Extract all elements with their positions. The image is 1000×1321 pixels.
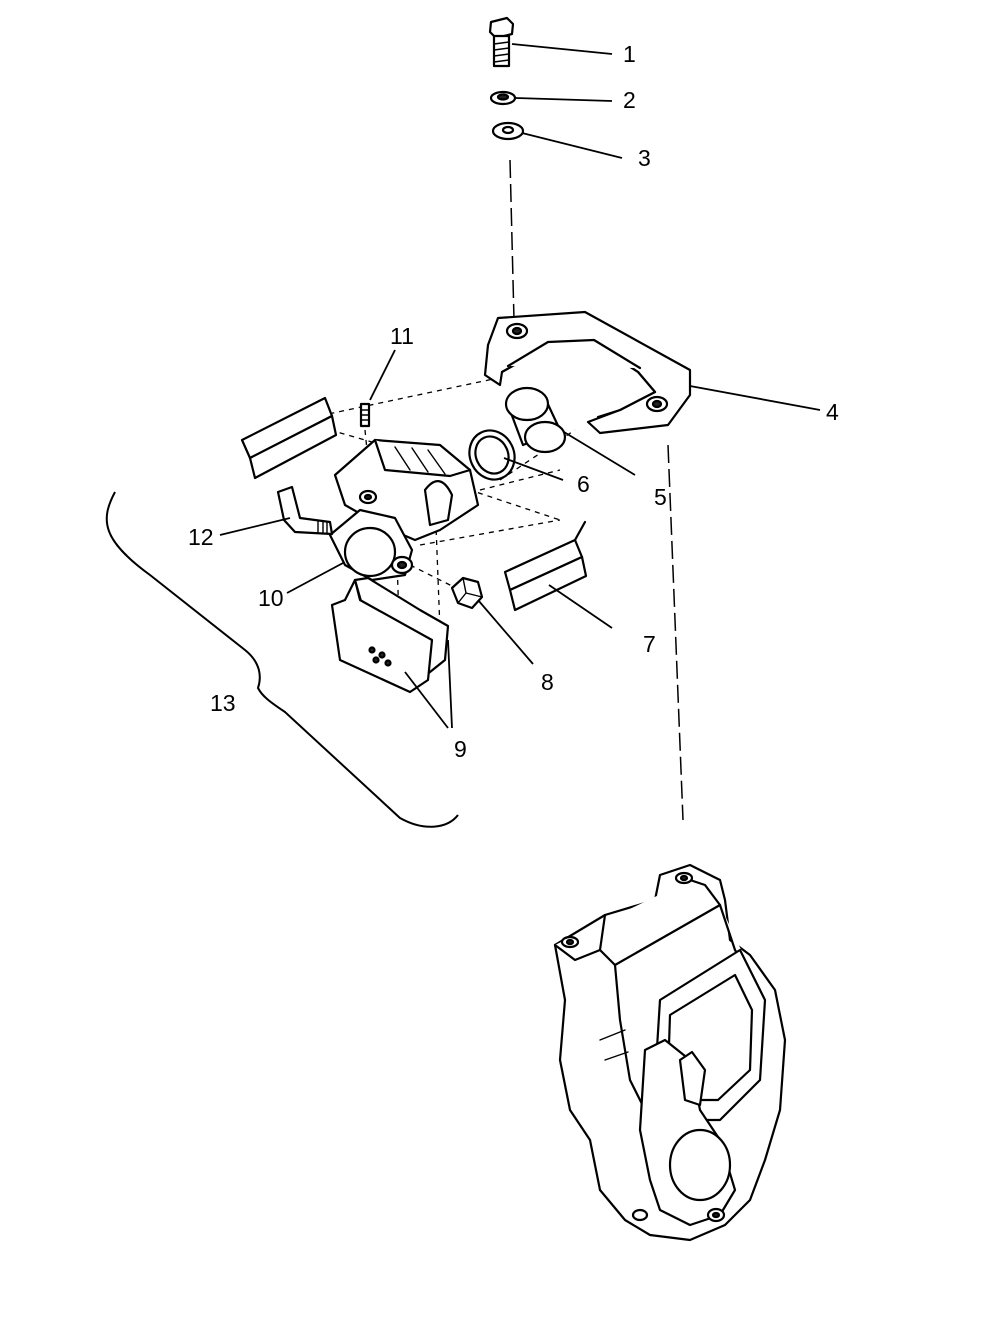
chaincase-housing-part	[553, 863, 787, 1242]
flat-washer-part	[491, 121, 525, 141]
callout-2: 2	[623, 87, 636, 113]
piston-part	[504, 386, 567, 454]
callout-13: 13	[210, 690, 236, 716]
callout-7: 7	[643, 631, 656, 657]
leader-lines	[219, 43, 821, 729]
callout-labels: 1 2 3 4 5 6 7 8 9 10 11 12 13	[188, 41, 839, 762]
callout-1: 1	[623, 41, 636, 67]
callout-10: 10	[258, 585, 284, 611]
pad-shim-upper-part	[240, 396, 338, 480]
callout-8: 8	[541, 669, 554, 695]
brake-line-part	[276, 485, 334, 536]
group-13-bracket	[105, 491, 459, 828]
callout-12: 12	[188, 524, 214, 550]
caliper-piston-housing-part	[328, 508, 414, 582]
lock-washer-part	[489, 90, 517, 106]
caliper-bracket-part	[483, 310, 692, 435]
piston-seal-part	[468, 429, 516, 481]
callout-3: 3	[638, 145, 651, 171]
pad-shim-lower-part	[503, 520, 588, 612]
brake-pads-part	[330, 576, 450, 694]
callout-11: 11	[390, 323, 414, 349]
callout-5: 5	[654, 484, 667, 510]
bolt-part	[488, 16, 515, 68]
callout-6: 6	[577, 471, 590, 497]
hex-nut-part	[450, 576, 484, 610]
callout-4: 4	[826, 399, 839, 425]
callout-9: 9	[454, 736, 467, 762]
bleeder-screw-part	[359, 402, 371, 428]
